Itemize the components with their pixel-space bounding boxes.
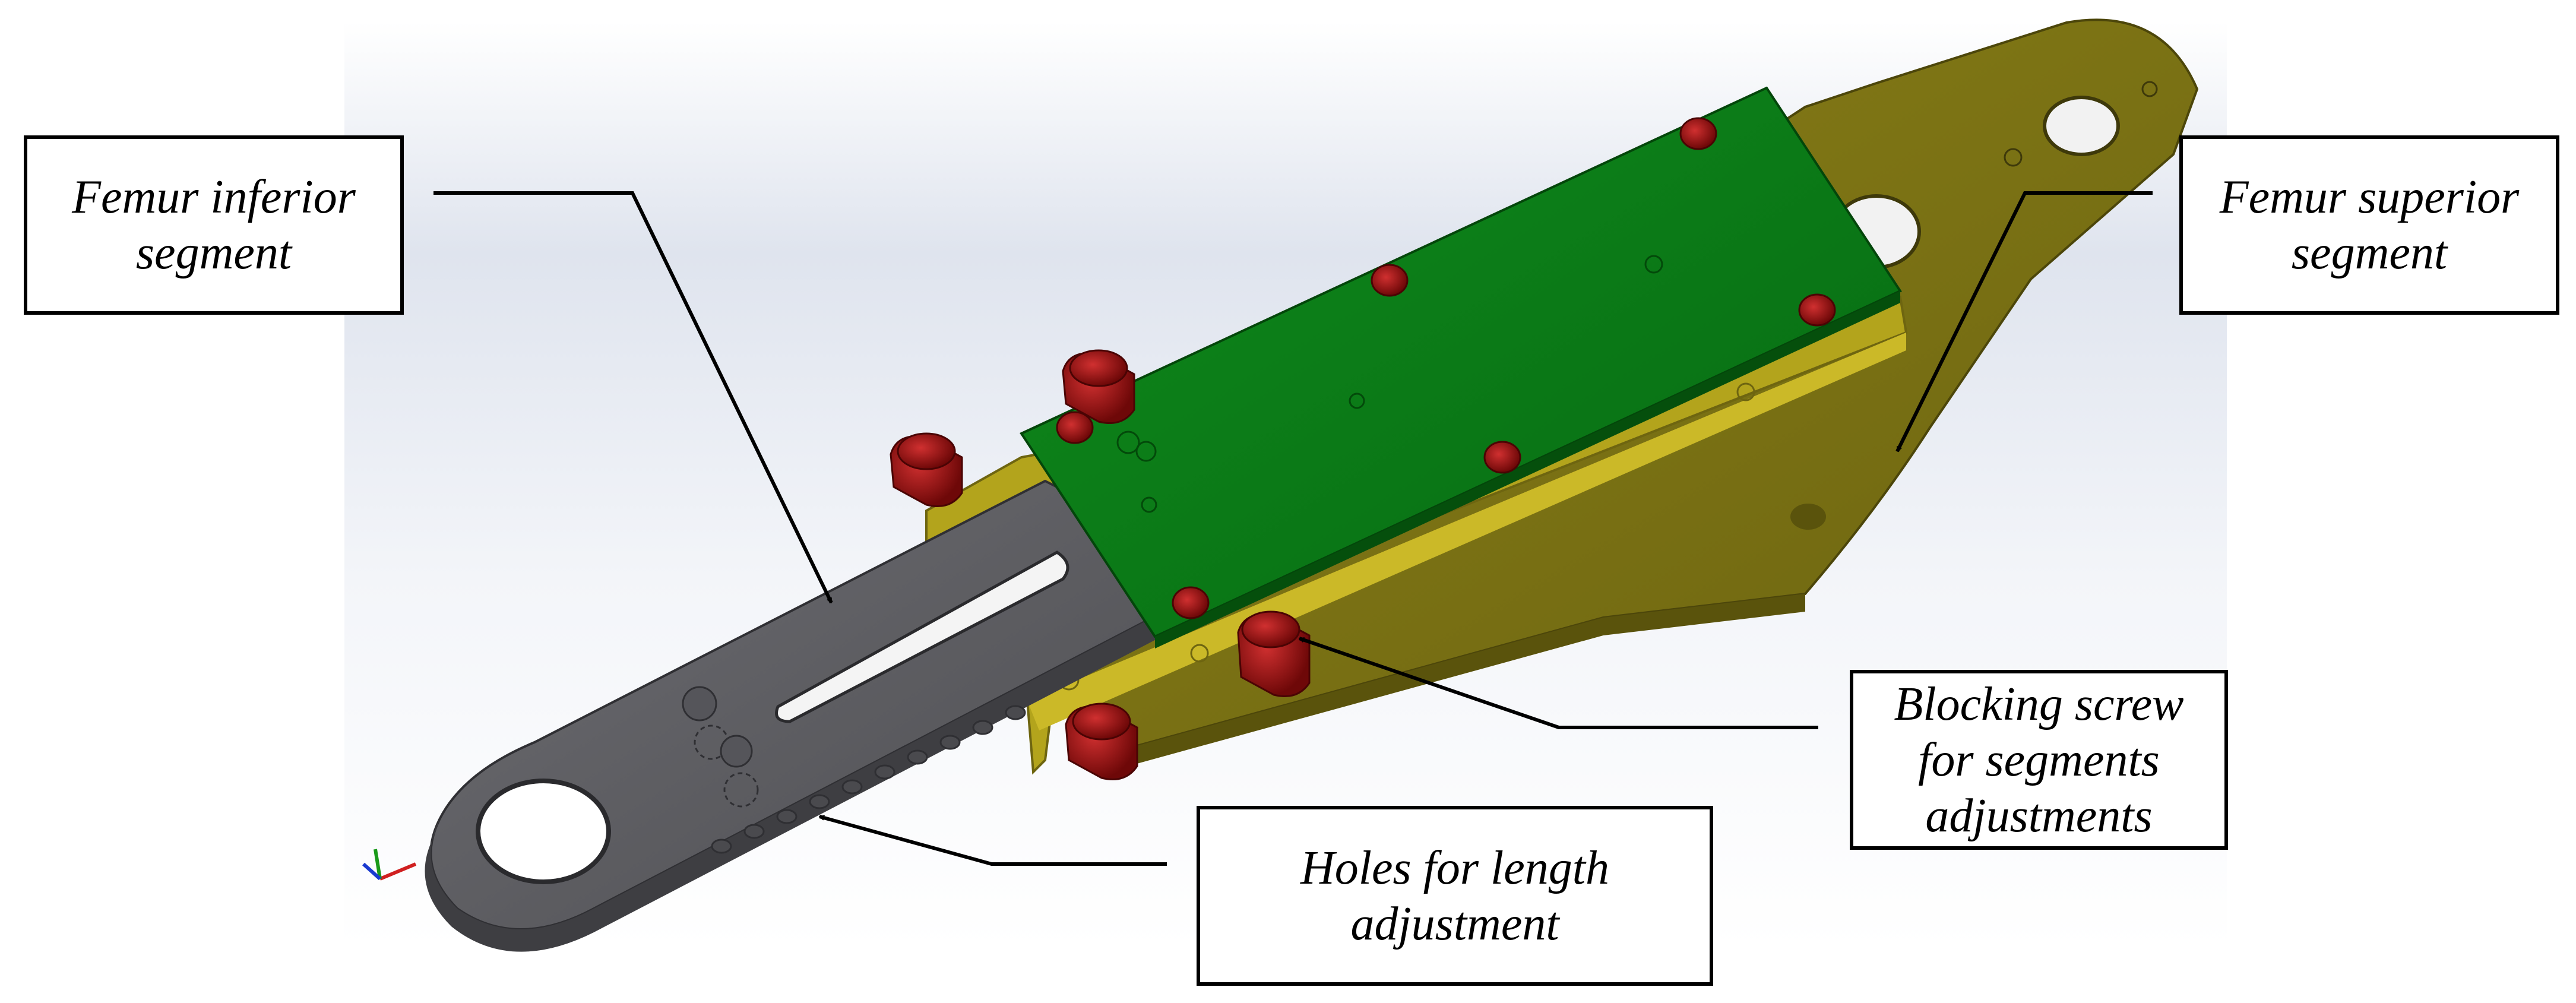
axis-triad-icon <box>362 849 417 881</box>
label-line: for segments <box>1918 733 2160 786</box>
blocking-screw <box>1062 349 1135 424</box>
label-line: segment <box>2291 227 2448 279</box>
label-line: adjustments <box>1925 789 2153 842</box>
label-holes-for-length-adjustment: Holes for length adjustment <box>1197 806 1713 986</box>
label-femur-superior-segment: Femur superior segment <box>2179 135 2559 315</box>
leader-blocking-screw <box>1299 637 1818 729</box>
label-line: Holes for length <box>1300 841 1609 894</box>
label-femur-inferior-segment: Femur inferior segment <box>24 135 404 315</box>
leader-holes <box>819 815 1167 866</box>
label-line: Blocking screw <box>1894 678 2184 730</box>
blocking-screw <box>890 432 963 507</box>
green-plate <box>1020 86 1902 648</box>
inferior-hole <box>476 779 611 884</box>
label-blocking-screw: Blocking screw for segments adjustments <box>1850 670 2228 850</box>
label-line: adjustment <box>1350 897 1559 950</box>
blocking-screw <box>1237 610 1311 697</box>
label-line: Femur superior <box>2219 171 2520 223</box>
leader-femur-superior <box>1895 191 2153 451</box>
femur-inferior-segment <box>425 479 1166 952</box>
superior-hole <box>2043 96 2120 156</box>
label-line: segment <box>135 227 292 279</box>
leader-lines <box>433 191 2153 866</box>
screws <box>890 117 1836 780</box>
label-line: Femur inferior <box>72 171 356 223</box>
length-adjustment-holes <box>711 705 1026 854</box>
blocking-screw <box>1065 703 1138 780</box>
leader-femur-inferior <box>433 191 833 603</box>
plate-screw <box>1056 117 1836 619</box>
